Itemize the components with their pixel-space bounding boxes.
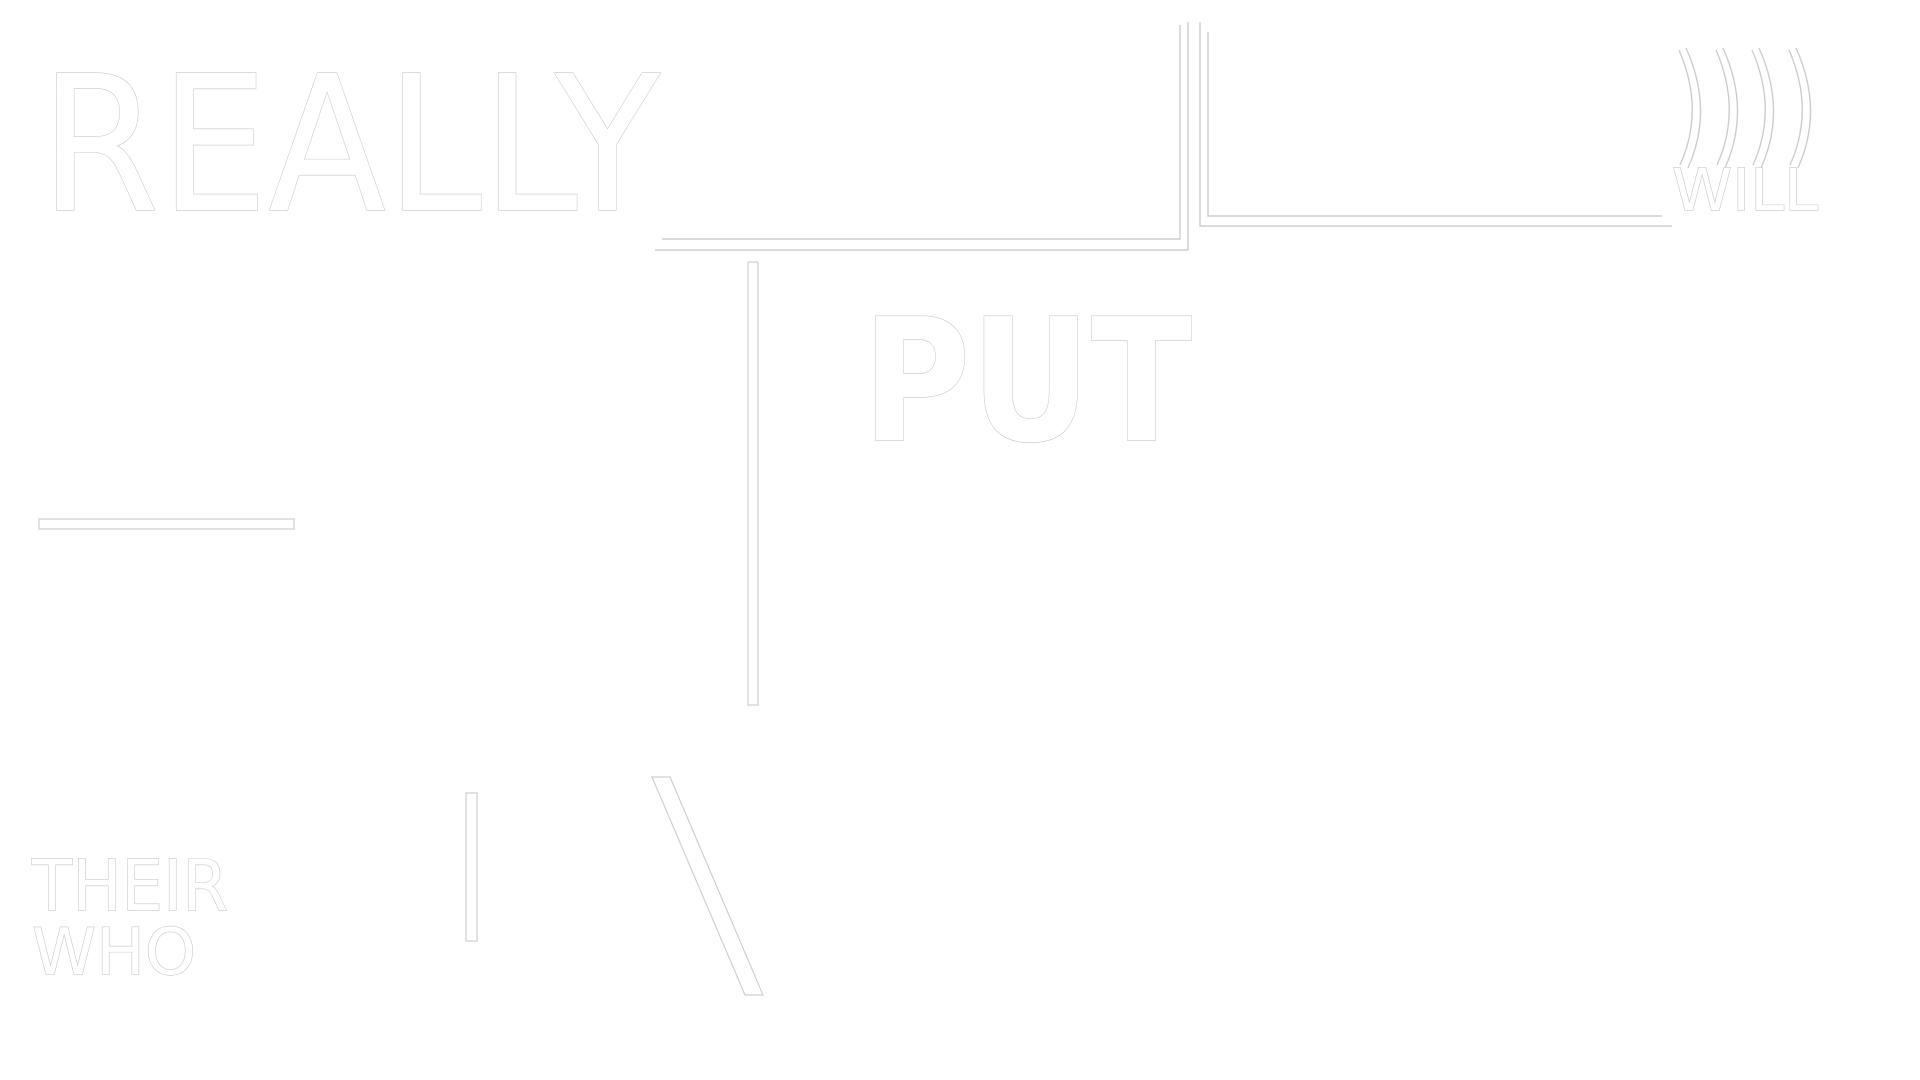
frame-lines-left (655, 22, 1189, 251)
signal-arcs-icon (1678, 47, 1812, 169)
horizontal-bar (38, 518, 295, 530)
word-put: PUT (862, 283, 1192, 481)
diagonal-bar (651, 776, 764, 996)
word-really: REALLY (40, 36, 661, 255)
word-will: WILL (1672, 156, 1818, 224)
word-their: THEIR (31, 845, 228, 927)
word-who: WHO (32, 916, 196, 990)
vertical-bar (747, 261, 759, 706)
frame-lines-right (1199, 22, 1672, 227)
short-vertical-bar (465, 792, 478, 942)
